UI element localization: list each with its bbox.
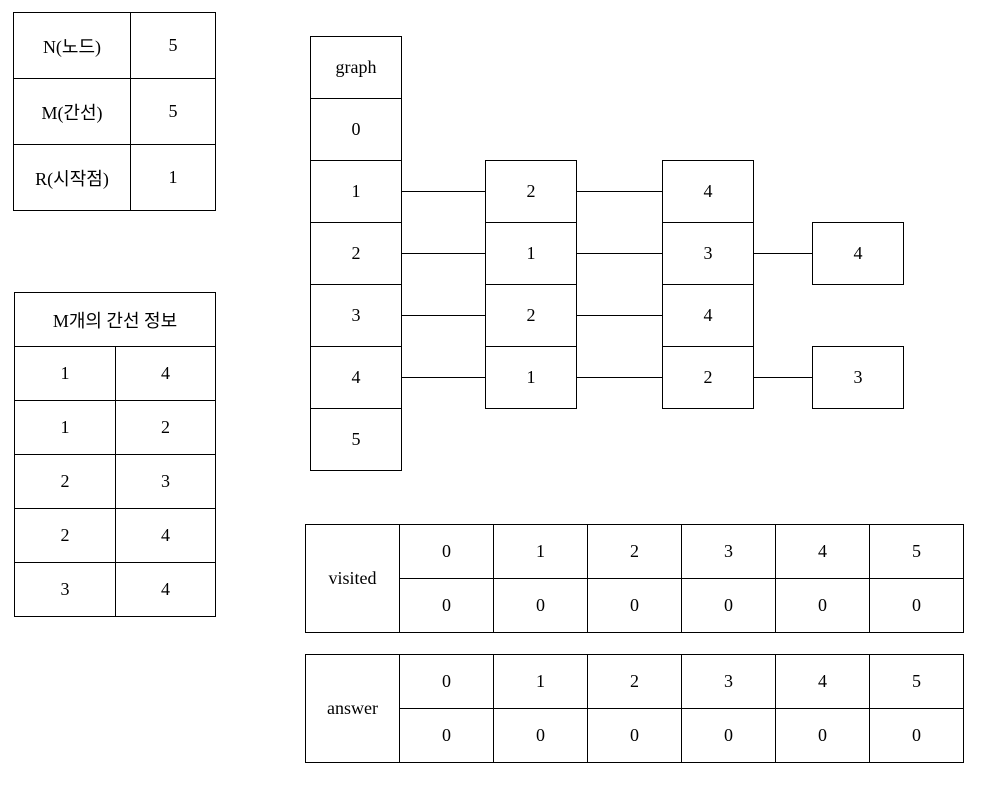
edge-cell: 4 xyxy=(115,346,216,401)
param-m-label: M(간선) xyxy=(13,78,131,145)
edge-cell: 1 xyxy=(14,400,116,455)
answer-value-cell: 0 xyxy=(681,708,776,763)
answer-index-cell: 1 xyxy=(493,654,588,709)
table-row: answer 0 1 2 3 4 5 xyxy=(305,654,964,763)
adj-node: 2 xyxy=(485,284,577,347)
visited-index-cell: 1 xyxy=(493,524,588,579)
table-row: 2 4 xyxy=(14,508,216,563)
visited-index-cell: 3 xyxy=(681,524,776,579)
param-m-value: 5 xyxy=(130,78,216,145)
graph-index-cell: 1 xyxy=(310,160,402,223)
adj-node: 1 xyxy=(485,222,577,285)
connector-line xyxy=(754,377,812,378)
graph-index-cell: 3 xyxy=(310,284,402,347)
answer-value-cell: 0 xyxy=(869,708,964,763)
table-row: visited 0 1 2 3 4 5 xyxy=(305,524,964,633)
connector-line xyxy=(402,315,485,316)
graph-index-cell: 0 xyxy=(310,98,402,161)
answer-value-cell: 0 xyxy=(775,708,870,763)
table-row: 1 4 xyxy=(14,346,216,401)
adj-node: 2 xyxy=(662,346,754,409)
table-row: R(시작점) 1 xyxy=(13,144,216,211)
graph-index-column: graph 0 1 2 3 4 5 xyxy=(310,36,402,471)
graph-index-cell: 5 xyxy=(310,408,402,471)
graph-index-cell: 4 xyxy=(310,346,402,409)
visited-label: visited xyxy=(305,524,400,633)
visited-index-cell: 5 xyxy=(869,524,964,579)
adjacency-level1-column: 2 1 2 1 xyxy=(485,160,577,409)
answer-value-cell: 0 xyxy=(587,708,682,763)
table-row: 3 4 xyxy=(14,562,216,617)
connector-line xyxy=(402,191,485,192)
connector-line xyxy=(577,253,662,254)
params-table: N(노드) 5 M(간선) 5 R(시작점) 1 xyxy=(13,12,216,211)
visited-value-cell: 0 xyxy=(869,578,964,633)
visited-value-cell: 0 xyxy=(587,578,682,633)
visited-index-cell: 2 xyxy=(587,524,682,579)
graph-index-cell: 2 xyxy=(310,222,402,285)
answer-table: answer 0 1 2 3 4 5 0 0 0 0 0 0 xyxy=(305,654,964,763)
answer-index-cell: 0 xyxy=(399,654,494,709)
visited-value-cell: 0 xyxy=(681,578,776,633)
visited-table: visited 0 1 2 3 4 5 0 0 0 0 0 0 xyxy=(305,524,964,633)
edge-cell: 1 xyxy=(14,346,116,401)
edge-cell: 4 xyxy=(115,562,216,617)
adjacency-level2-column: 4 3 4 2 xyxy=(662,160,754,409)
visited-index-cell: 4 xyxy=(775,524,870,579)
edges-table-title: M개의 간선 정보 xyxy=(14,292,216,347)
visited-value-cell: 0 xyxy=(775,578,870,633)
answer-label: answer xyxy=(305,654,400,763)
param-n-value: 5 xyxy=(130,12,216,79)
answer-index-cell: 5 xyxy=(869,654,964,709)
connector-line xyxy=(577,377,662,378)
edge-cell: 2 xyxy=(14,508,116,563)
param-r-label: R(시작점) xyxy=(13,144,131,211)
table-row: M개의 간선 정보 xyxy=(14,292,216,347)
edge-cell: 4 xyxy=(115,508,216,563)
table-row: M(간선) 5 xyxy=(13,78,216,145)
edge-cell: 2 xyxy=(115,400,216,455)
connector-line xyxy=(402,377,485,378)
answer-index-cell: 4 xyxy=(775,654,870,709)
table-row: N(노드) 5 xyxy=(13,12,216,79)
adj-node: 4 xyxy=(812,222,904,285)
param-n-label: N(노드) xyxy=(13,12,131,79)
connector-line xyxy=(577,191,662,192)
table-row: 1 2 xyxy=(14,400,216,455)
answer-value-cell: 0 xyxy=(399,708,494,763)
edge-cell: 3 xyxy=(115,454,216,509)
connector-line xyxy=(754,253,812,254)
table-row: 0 0 0 0 0 0 xyxy=(306,578,964,633)
edge-cell: 3 xyxy=(14,562,116,617)
adj-node: 4 xyxy=(662,160,754,223)
visited-value-cell: 0 xyxy=(493,578,588,633)
connector-line xyxy=(577,315,662,316)
table-row: 2 3 xyxy=(14,454,216,509)
answer-value-cell: 0 xyxy=(493,708,588,763)
visited-value-cell: 0 xyxy=(399,578,494,633)
adj-node: 3 xyxy=(812,346,904,409)
connector-line xyxy=(402,253,485,254)
param-r-value: 1 xyxy=(130,144,216,211)
answer-index-cell: 3 xyxy=(681,654,776,709)
visited-index-cell: 0 xyxy=(399,524,494,579)
graph-header-cell: graph xyxy=(310,36,402,99)
adj-node: 2 xyxy=(485,160,577,223)
edge-cell: 2 xyxy=(14,454,116,509)
answer-index-cell: 2 xyxy=(587,654,682,709)
edges-table: M개의 간선 정보 1 4 1 2 2 3 2 4 3 4 xyxy=(14,292,216,617)
table-row: 0 0 0 0 0 0 xyxy=(306,708,964,763)
adj-node: 3 xyxy=(662,222,754,285)
adj-node: 4 xyxy=(662,284,754,347)
adj-node: 1 xyxy=(485,346,577,409)
